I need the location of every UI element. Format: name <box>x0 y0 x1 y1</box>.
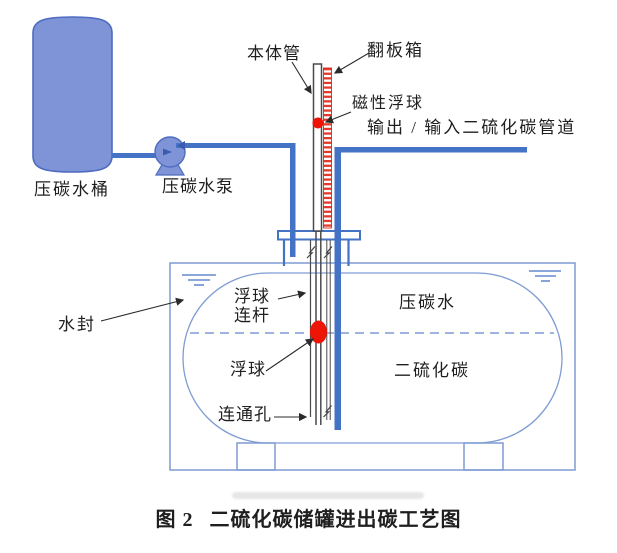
label-float-rod-line1: 浮球 <box>234 287 270 306</box>
leader-arrow-flap-box <box>333 52 370 74</box>
label-float-rod: 浮球 连杆 <box>234 287 270 325</box>
water-level-icon <box>182 274 216 286</box>
figure-caption-title: 二硫化碳储罐进出碳工艺图 <box>209 509 462 531</box>
pipe-break-icon <box>323 245 333 259</box>
water-downpipe <box>290 143 296 257</box>
flap-box-indicator <box>323 67 332 229</box>
water-level-icon <box>529 270 561 282</box>
figure-caption-number: 图 2 <box>155 509 194 531</box>
cs2-pipeline-horizontal <box>338 147 527 153</box>
label-float-ball: 浮球 <box>230 360 266 379</box>
label-carbon-disulfide: 二硫化碳 <box>394 361 470 380</box>
tank-support-leg <box>236 442 276 471</box>
label-body-pipe: 本体管 <box>247 44 301 63</box>
figure-caption: 图 2 二硫化碳储罐进出碳工艺图 <box>0 503 617 532</box>
leader-arrow-water-seal <box>100 297 185 322</box>
label-cs2-pipeline: 输出 / 输入二硫化碳管道 <box>367 118 577 137</box>
leader-arrow-float-ball <box>265 338 315 372</box>
label-water-pump: 压碳水泵 <box>162 177 234 196</box>
storage-tank-capsule <box>182 272 563 444</box>
body-pipe-upper <box>312 63 323 232</box>
label-water-seal: 水封 <box>58 315 96 334</box>
scan-artifact <box>232 492 424 499</box>
tank-support-leg <box>463 442 504 471</box>
float-ball <box>310 320 327 344</box>
pipe-flow-arrow-icon <box>177 141 185 150</box>
label-magnetic-float-ball: 磁性浮球 <box>352 95 425 112</box>
pressurized-water-bucket-vessel <box>32 16 113 173</box>
leader-arrow-magnetic-float <box>324 111 352 124</box>
label-pressurized-water: 压碳水 <box>399 293 456 312</box>
label-float-rod-line2: 连杆 <box>234 306 270 325</box>
leader-arrow-float-rod <box>277 290 307 300</box>
label-connecting-hole: 连通孔 <box>218 405 272 424</box>
pump-inlet-pipe <box>112 153 165 158</box>
pump-flow-arrow-icon <box>163 148 172 156</box>
leader-arrow-body-pipe <box>291 61 312 95</box>
label-flap-box: 翻板箱 <box>367 41 424 60</box>
cs2-pipeline-vertical <box>334 147 341 430</box>
water-seal-box <box>169 262 576 471</box>
magnetic-float-ball <box>312 117 324 129</box>
pump-outlet-pipe <box>176 143 296 148</box>
label-water-bucket: 压碳水桶 <box>34 180 110 199</box>
